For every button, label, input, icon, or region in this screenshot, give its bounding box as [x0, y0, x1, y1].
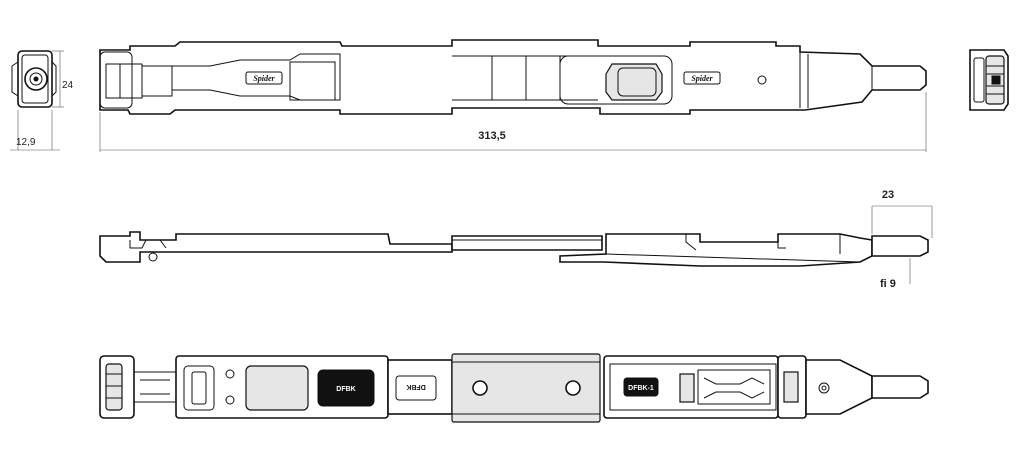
part-label-2: DFBK	[406, 383, 425, 390]
top-view: Spider Spider	[99, 39, 927, 152]
bottom-view: DFBK DFBK DFBK-1	[99, 353, 929, 423]
part-label-3: DFBK-1	[628, 385, 654, 392]
dimension-pin-diameter-label: fi 9	[880, 278, 896, 290]
dimension-total-length-label: 313,5	[478, 130, 506, 142]
dimension-height-label: 24	[62, 80, 74, 91]
side-view	[99, 205, 933, 284]
dimension-depth-label: 12,9	[16, 137, 36, 148]
dimension-pin-length-label: 23	[882, 189, 894, 201]
logo-text-2: Spider	[691, 74, 713, 83]
left-end-view	[10, 50, 64, 151]
logo-text-1: Spider	[253, 74, 275, 83]
part-label-1: DFBK	[336, 386, 355, 393]
right-end-view	[969, 49, 1009, 111]
